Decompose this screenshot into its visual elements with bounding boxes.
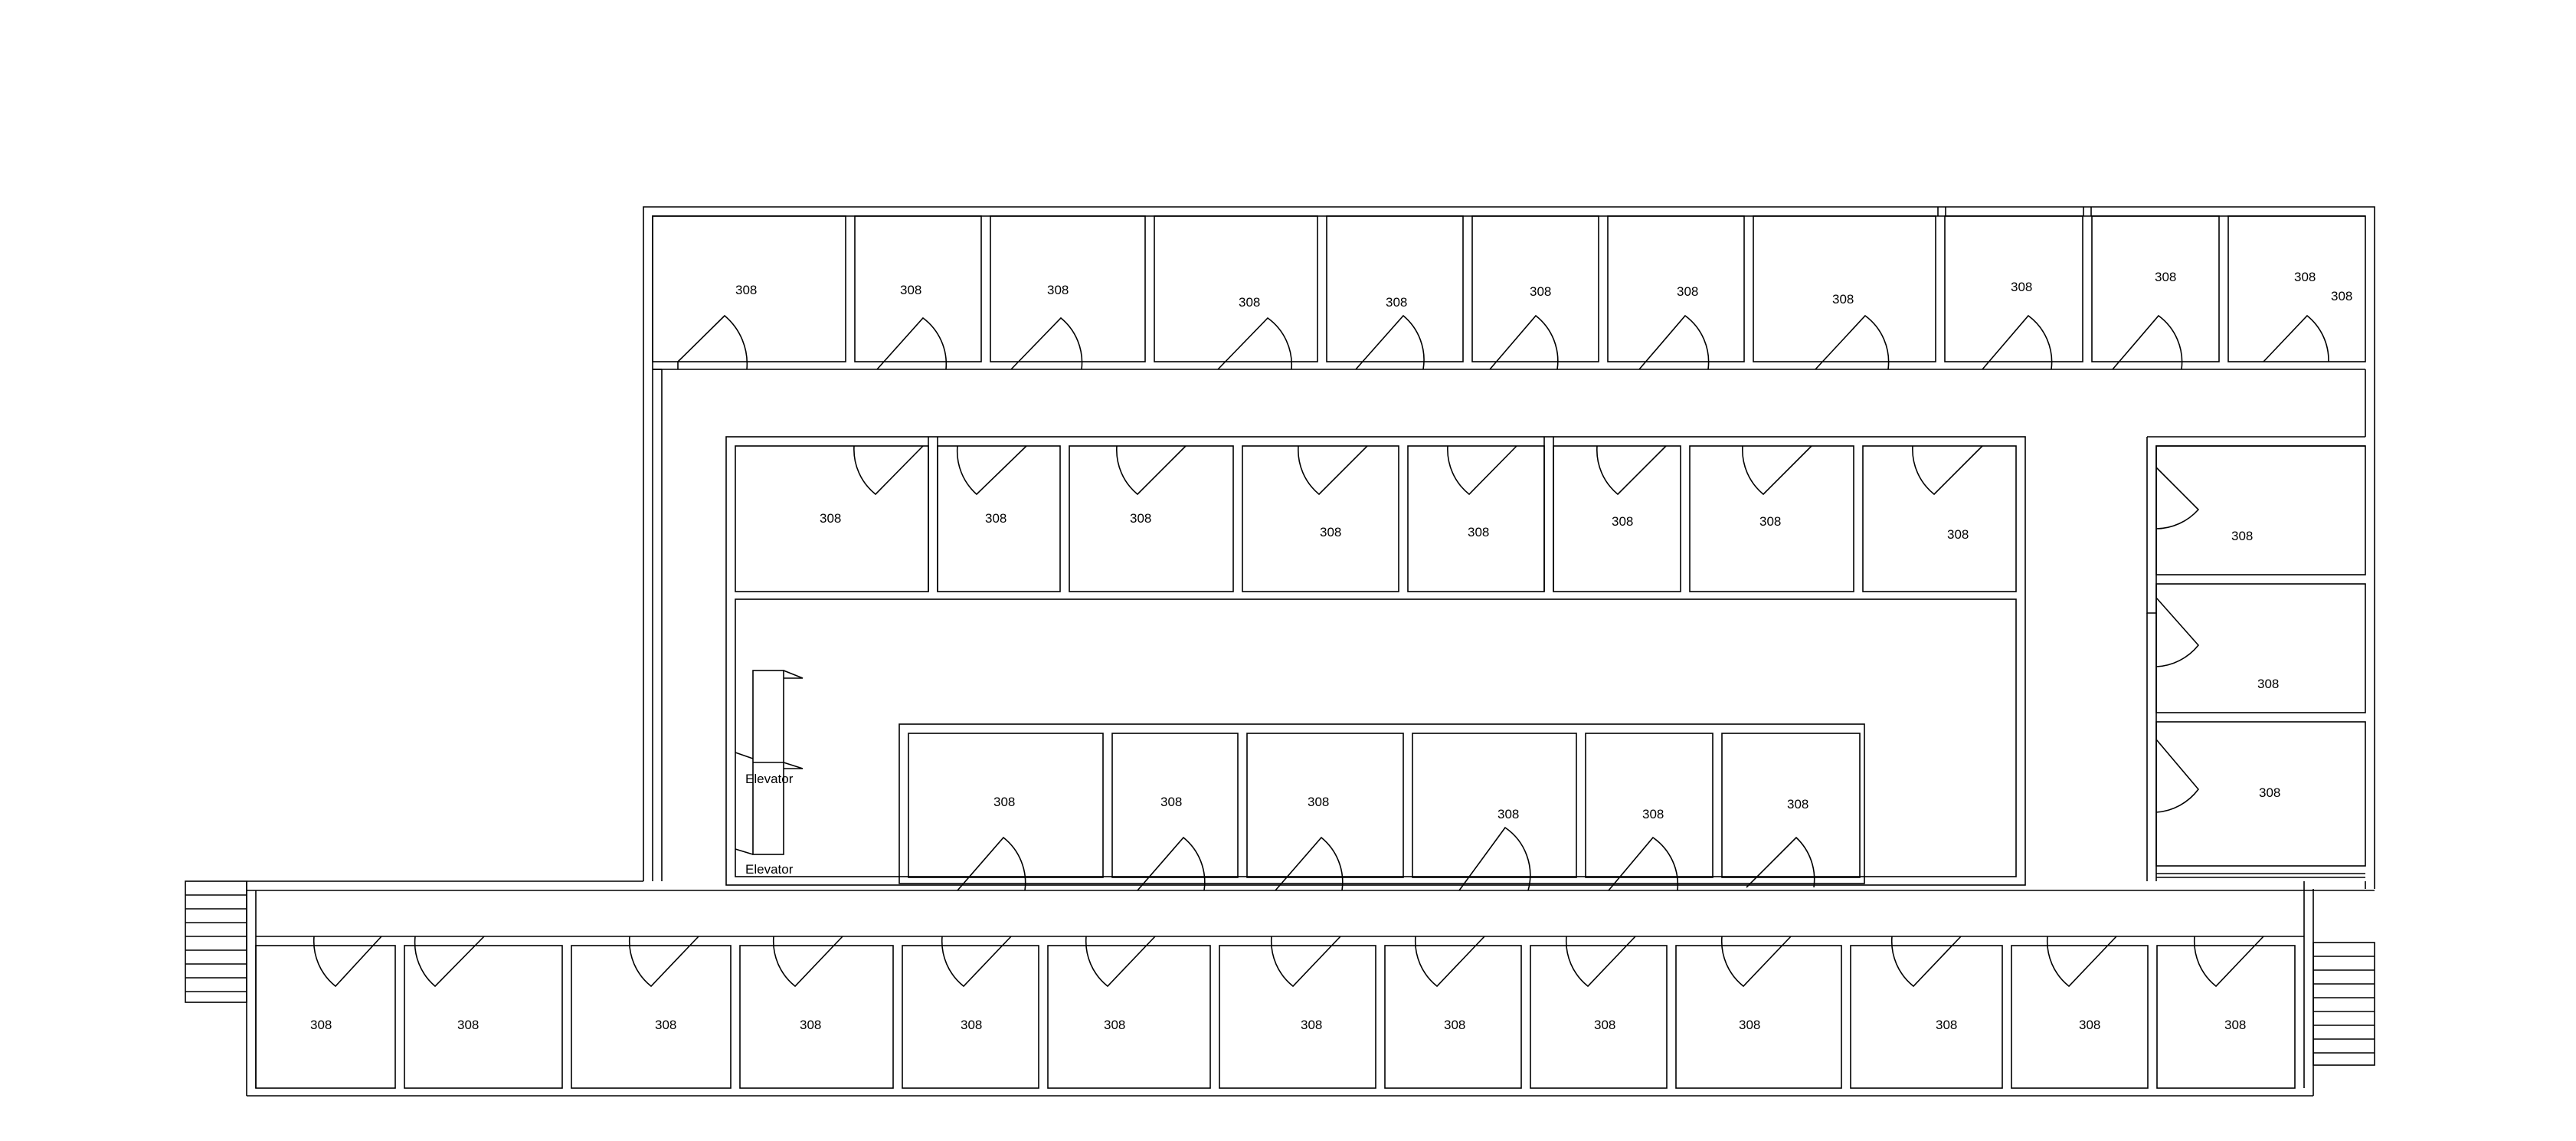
room-label: 308: [1468, 525, 1489, 539]
room-label: 308: [1320, 525, 1341, 539]
inner-row-rooms: [908, 733, 1861, 891]
right-column-rooms: [2155, 445, 2366, 867]
room-label: 308: [1497, 807, 1519, 821]
room-label: 308: [1947, 527, 1969, 542]
stairs-left: [185, 880, 247, 1003]
top-row-rooms: [652, 207, 2366, 370]
room-label: 308: [800, 1018, 821, 1032]
room-label: 308: [2257, 677, 2279, 691]
room-label: 308: [985, 511, 1007, 526]
room-label: 308: [2224, 1018, 2246, 1032]
outer-walls: [246, 206, 2375, 1097]
room-label: 308: [961, 1018, 982, 1032]
room-label: 308: [2331, 289, 2352, 303]
room-label: 308: [1739, 1018, 1760, 1032]
room-label: 308: [1832, 292, 1854, 307]
room-label: 308: [2231, 529, 2253, 543]
room-label: 308: [1160, 795, 1182, 809]
room-label: 308: [2259, 785, 2280, 800]
room-label: 308: [310, 1018, 332, 1032]
room-label: 308: [2079, 1018, 2100, 1032]
room-label: 308: [1612, 514, 1633, 529]
room-label: 308: [1444, 1018, 1465, 1032]
room-label: 308: [1130, 511, 1151, 526]
room-label: 308: [1677, 284, 1698, 299]
room-label: 308: [993, 795, 1015, 809]
inner-row-labels: 308 308 308 308 308 308: [993, 795, 1808, 821]
room-label: 308: [1936, 1018, 1957, 1032]
room-label: 308: [457, 1018, 479, 1032]
room-label: 308: [2294, 270, 2316, 284]
room-label: 308: [2155, 270, 2176, 284]
room-label: 308: [820, 511, 841, 526]
elevator-label: Elevator: [745, 772, 794, 786]
room-label: 308: [1104, 1018, 1125, 1032]
bottom-row-rooms: [255, 936, 2304, 1089]
bottom-row-labels: 308 308 308 308 308 308 308 308 308 308 …: [310, 1018, 2246, 1032]
room-label: 308: [1642, 807, 1664, 821]
room-label: 308: [735, 283, 757, 297]
room-label: 308: [1047, 283, 1069, 297]
middle-row-rooms: [735, 437, 2017, 592]
room-label: 308: [900, 283, 921, 297]
room-label: 308: [1239, 295, 1260, 310]
elevator-shafts: [735, 670, 804, 855]
room-label: 308: [1787, 797, 1808, 811]
room-label: 308: [655, 1018, 676, 1032]
stairs-right: [2313, 942, 2375, 1066]
room-label: 308: [1594, 1018, 1615, 1032]
elevator-label: Elevator: [745, 862, 794, 877]
room-label: 308: [1530, 284, 1551, 299]
room-label: 308: [2011, 280, 2032, 294]
middle-row-labels: 308 308 308 308 308 308 308 308: [820, 511, 1969, 542]
room-label: 308: [1759, 514, 1781, 529]
top-row-labels: 308 308 308 308 308 308 308 308 308 308 …: [735, 270, 2352, 310]
room-label: 308: [1386, 295, 1407, 310]
room-label: 308: [1308, 795, 1329, 809]
room-label: 308: [1301, 1018, 1322, 1032]
right-column-labels: 308 308 308: [2231, 529, 2280, 800]
